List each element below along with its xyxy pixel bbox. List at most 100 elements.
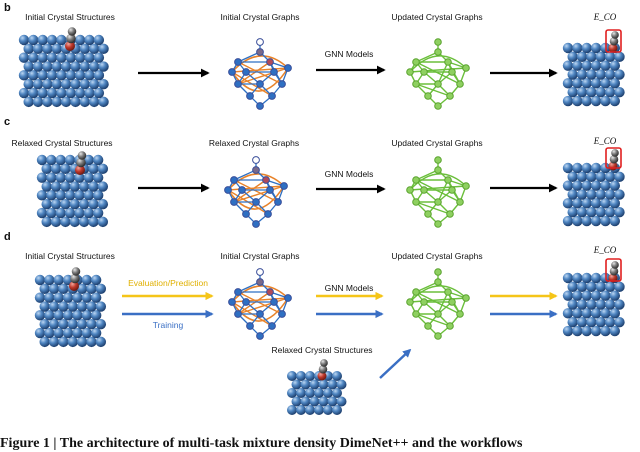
atom [572, 180, 583, 191]
atom [614, 87, 625, 98]
atom [37, 52, 48, 63]
updated-node [448, 68, 456, 76]
updated-arc [409, 173, 467, 191]
atom [609, 78, 620, 89]
crystal-b-final [562, 42, 625, 107]
adsorbate-top [67, 27, 77, 36]
atom [23, 61, 34, 72]
adsorbate-carbon [318, 364, 328, 374]
panel-c-model-label: GNN Models [324, 169, 374, 179]
graph-node [242, 68, 250, 76]
atom [78, 199, 90, 210]
atom [60, 216, 71, 228]
atom [70, 96, 81, 108]
atom [46, 190, 57, 201]
orange-arc [227, 173, 285, 191]
atom [562, 198, 574, 209]
atom [287, 388, 297, 398]
atom [84, 87, 95, 99]
atom [70, 79, 81, 90]
adsorbate-b-initial [65, 27, 77, 51]
atom [572, 215, 583, 227]
atom [36, 190, 48, 201]
atom [41, 163, 52, 175]
atom [604, 299, 616, 310]
atom [600, 290, 611, 301]
atom [64, 154, 76, 166]
crystal-d-initial [34, 274, 107, 348]
atom [86, 301, 97, 312]
atom [562, 308, 574, 319]
graph-node [234, 80, 242, 88]
orange-edge [231, 67, 289, 73]
atom [604, 171, 616, 183]
atom [44, 292, 55, 303]
graph-node [266, 288, 274, 296]
atom [567, 171, 578, 183]
panel-b-left-title: Initial Crystal Structures [25, 12, 115, 22]
atom [69, 199, 80, 210]
updated-edge [415, 169, 439, 181]
atom [83, 172, 95, 183]
atom [595, 51, 606, 63]
atom [72, 310, 83, 321]
atom [572, 198, 583, 209]
updated-arc [409, 55, 467, 73]
updated-node [446, 322, 454, 330]
atom [590, 290, 602, 301]
updated-node [446, 92, 454, 100]
atom [98, 79, 109, 90]
atom [95, 283, 107, 295]
atom [595, 299, 606, 310]
graph-d-initial [228, 268, 292, 340]
atom [567, 299, 578, 310]
atom [76, 319, 88, 330]
updated-edge [415, 61, 461, 85]
graph-node [274, 198, 282, 206]
adsorbate-oxygen [65, 41, 75, 51]
atom [70, 61, 81, 72]
atom [572, 308, 583, 319]
atom [74, 34, 86, 46]
atom [576, 207, 588, 218]
atom [58, 319, 69, 330]
atom [595, 281, 606, 293]
atom [60, 181, 71, 192]
atom [97, 163, 109, 175]
atom [581, 198, 592, 209]
atom [572, 325, 583, 337]
atom [581, 95, 592, 107]
atom [590, 308, 602, 319]
atom [74, 172, 85, 183]
updated-node [434, 102, 442, 110]
graph-node [262, 176, 270, 184]
adsorbate-carbon [66, 33, 76, 44]
updated-edge [409, 297, 467, 303]
adsorbate-d-initial [69, 267, 81, 291]
atom [18, 70, 30, 81]
atom [600, 198, 611, 209]
orange-edge [227, 185, 285, 191]
atom [300, 396, 311, 407]
atom [72, 292, 83, 303]
adsorbate-b-final [608, 31, 619, 53]
updated-node [412, 288, 420, 296]
atom [98, 43, 109, 55]
atom [23, 96, 34, 108]
atom [305, 371, 315, 381]
atom [36, 207, 48, 219]
atom [93, 70, 105, 81]
atom [88, 181, 99, 192]
atom [332, 388, 342, 398]
panel-d-relaxed-label: Relaxed Crystal Structures [271, 345, 373, 355]
atom [74, 70, 86, 81]
atom [55, 172, 66, 183]
atom [581, 42, 592, 54]
atom [46, 154, 57, 166]
updated-node [420, 186, 428, 194]
atom [69, 181, 80, 192]
atom [50, 199, 62, 210]
atom [50, 163, 62, 175]
arrow-d-relaxed [379, 348, 412, 379]
graph-node [270, 298, 278, 306]
